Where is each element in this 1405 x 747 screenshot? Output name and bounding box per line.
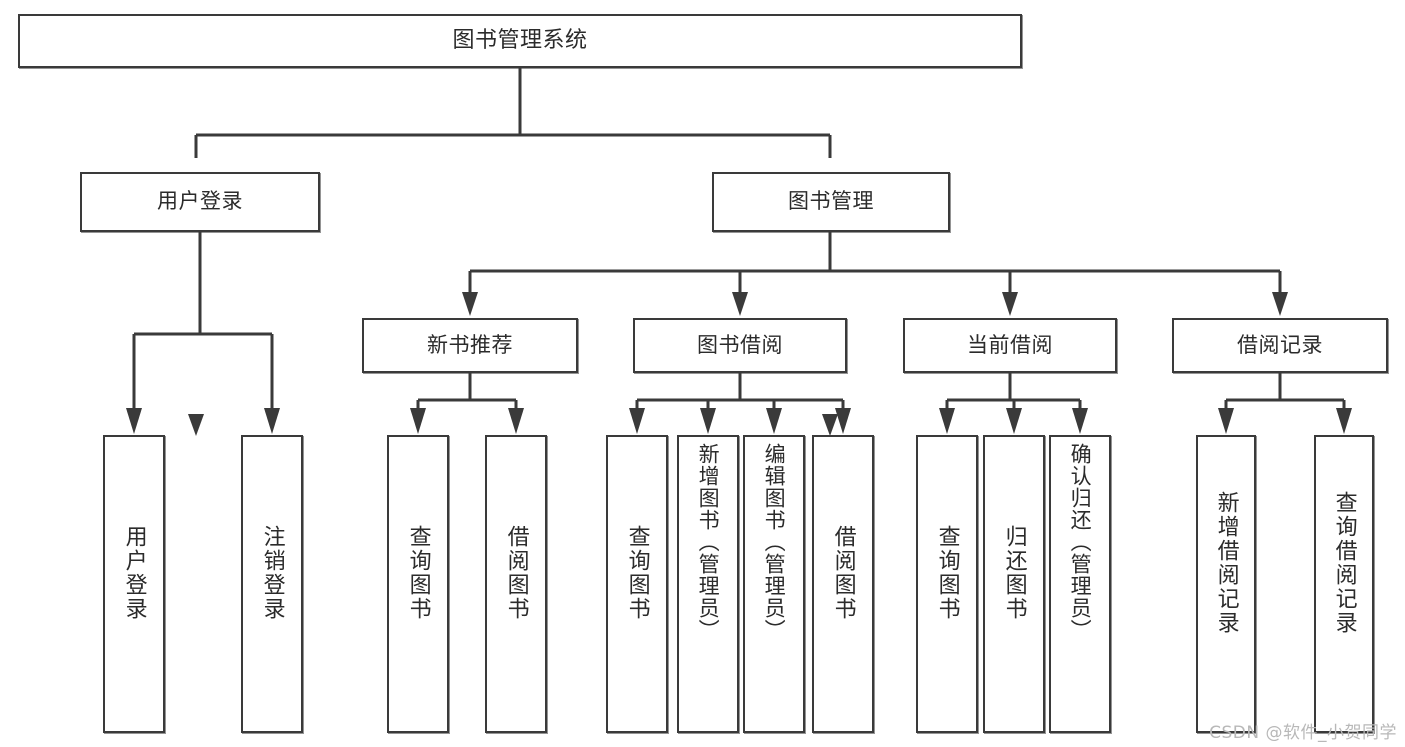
leaf-borrow-record-add[interactable]: 新增借阅记录 bbox=[1196, 435, 1256, 733]
node-label: 新书推荐 bbox=[427, 332, 513, 357]
leaf-new-book-borrow[interactable]: 借阅图书 bbox=[485, 435, 547, 733]
arrowhead-icon bbox=[835, 408, 851, 434]
node-label: 注销登录 bbox=[259, 525, 285, 621]
arrowhead-icon bbox=[1336, 408, 1352, 434]
leaf-book-borrow-edit[interactable]: 编辑图书（管理员） bbox=[743, 435, 805, 733]
arrowhead-icon bbox=[629, 408, 645, 434]
node-label: 借阅图书 bbox=[503, 525, 529, 621]
arrowhead-icon bbox=[410, 408, 426, 434]
leaf-current-borrow-return[interactable]: 归还图书 bbox=[983, 435, 1045, 733]
node-label: 新增借阅记录 bbox=[1213, 491, 1239, 635]
node-current-borrow[interactable]: 当前借阅 bbox=[903, 318, 1117, 373]
node-label: 图书管理系统 bbox=[452, 27, 588, 53]
node-label: 图书管理 bbox=[788, 189, 874, 214]
leaf-borrow-record-query[interactable]: 查询借阅记录 bbox=[1314, 435, 1374, 733]
node-label: 借阅图书 bbox=[830, 525, 856, 621]
leaf-current-borrow-confirm-return[interactable]: 确认归还（管理员） bbox=[1049, 435, 1111, 733]
node-label: 确认归还（管理员） bbox=[1068, 443, 1093, 641]
arrowhead-icon bbox=[508, 408, 524, 434]
arrowhead-icon bbox=[1218, 408, 1234, 434]
node-label: 当前借阅 bbox=[967, 332, 1053, 357]
node-book-borrow[interactable]: 图书借阅 bbox=[633, 318, 847, 373]
node-label: 用户登录 bbox=[157, 189, 243, 214]
csdn-watermark: CSDN @软件_小贺同学 bbox=[1209, 723, 1397, 743]
node-label: 查询图书 bbox=[624, 525, 650, 621]
node-label: 查询图书 bbox=[934, 525, 960, 621]
arrowhead-icon bbox=[700, 408, 716, 434]
arrowhead-icon bbox=[766, 408, 782, 434]
leaf-book-borrow-borrow[interactable]: 借阅图书 bbox=[812, 435, 874, 733]
node-label: 编辑图书（管理员） bbox=[762, 443, 787, 641]
arrowhead-icon bbox=[939, 408, 955, 434]
node-book-management[interactable]: 图书管理 bbox=[712, 172, 950, 232]
leaf-user-login-signout[interactable]: 注销登录 bbox=[241, 435, 303, 733]
node-user-login[interactable]: 用户登录 bbox=[80, 172, 320, 232]
arrowhead-icon bbox=[264, 408, 280, 434]
node-label: 查询借阅记录 bbox=[1331, 491, 1357, 635]
arrowhead-icon bbox=[126, 408, 142, 434]
arrowhead-icon bbox=[822, 414, 838, 436]
leaf-current-borrow-query[interactable]: 查询图书 bbox=[916, 435, 978, 733]
arrowhead-icon bbox=[462, 292, 478, 316]
arrowhead-icon bbox=[1002, 292, 1018, 316]
arrowhead-icon bbox=[1272, 292, 1288, 316]
node-label: 用户登录 bbox=[121, 525, 147, 621]
arrowhead-icon bbox=[188, 414, 204, 436]
arrowhead-icon bbox=[1006, 408, 1022, 434]
leaf-book-borrow-query[interactable]: 查询图书 bbox=[606, 435, 668, 733]
node-root-system[interactable]: 图书管理系统 bbox=[18, 14, 1022, 68]
node-label: 查询图书 bbox=[405, 525, 431, 621]
leaf-book-borrow-add[interactable]: 新增图书（管理员） bbox=[677, 435, 739, 733]
node-label: 借阅记录 bbox=[1237, 332, 1323, 357]
leaf-user-login-signin[interactable]: 用户登录 bbox=[103, 435, 165, 733]
arrowhead-icon bbox=[1072, 408, 1088, 434]
node-label: 图书借阅 bbox=[697, 332, 783, 357]
arrowhead-icon bbox=[732, 292, 748, 316]
leaf-new-book-query[interactable]: 查询图书 bbox=[387, 435, 449, 733]
node-label: 归还图书 bbox=[1001, 525, 1027, 621]
node-new-book-recommend[interactable]: 新书推荐 bbox=[362, 318, 578, 373]
node-borrow-records[interactable]: 借阅记录 bbox=[1172, 318, 1388, 373]
node-label: 新增图书（管理员） bbox=[696, 443, 721, 641]
